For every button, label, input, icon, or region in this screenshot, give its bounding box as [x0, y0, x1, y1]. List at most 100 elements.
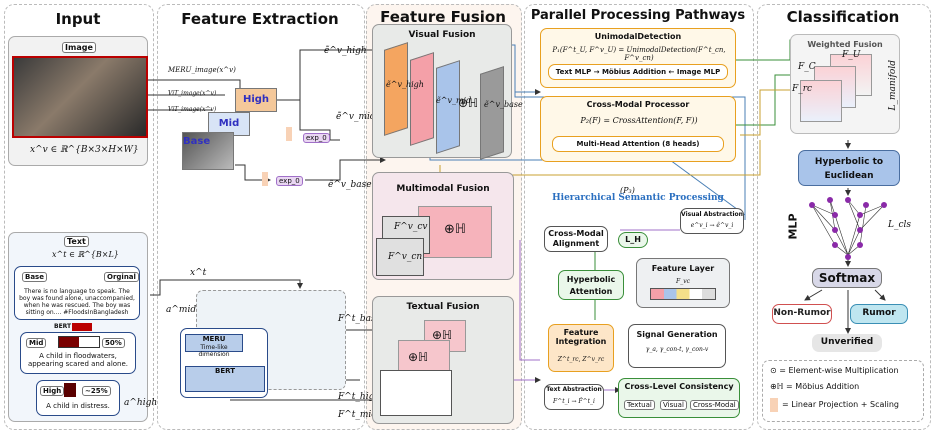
- bert-box: BERT: [185, 366, 265, 392]
- vit-mid-label: ViT_image(x^v): [168, 90, 217, 97]
- extraction-title: Feature Extraction: [181, 10, 339, 28]
- fusion-title: Feature Fusion: [380, 8, 506, 26]
- input-section: [4, 4, 154, 430]
- mobius-sign-3: ⊕ℍ: [432, 328, 453, 342]
- crossmodal-title: Cross-Modal Processor: [586, 100, 690, 109]
- mid-bar: [58, 336, 100, 348]
- projection-1: [286, 127, 292, 141]
- text-abstraction-math: F^t_i → F̂^t_i: [553, 398, 595, 405]
- visual-fusion-title: Visual Fusion: [408, 30, 476, 40]
- visual-plane-blue: [436, 60, 460, 154]
- cross-level-box: [618, 378, 740, 418]
- visual-abstraction-title: Visual Abstraction: [681, 211, 743, 218]
- consistency-crossmodal: Cross-Modal: [690, 400, 739, 410]
- text-abstraction-title: Text Abstraction: [546, 386, 602, 393]
- visual-plane-grey: [480, 66, 504, 160]
- feature-integration-math: Z^t_rc, Z^v_rc: [557, 356, 605, 363]
- multimodal-plane-grey2: [376, 238, 424, 276]
- meru-box: MERU: [185, 334, 243, 352]
- e-high-label: ẽ^v_high: [324, 46, 367, 56]
- mid-text: A child in floodwaters, appearing scared…: [27, 352, 129, 368]
- crossmodal-sub: Multi-Head Attention (8 heads): [552, 136, 724, 152]
- classification-title: Classification: [786, 8, 900, 26]
- high-pct: ~25%: [82, 386, 111, 396]
- unimodal-sub: Text MLP → Möbius Addition ← Image MLP: [548, 64, 728, 80]
- input-photo: [12, 56, 148, 138]
- unimodal-title: UnimodalDetection: [594, 32, 682, 41]
- mobius-sign-1: ⊕ℍ: [458, 96, 479, 110]
- feature-layer-bar: [650, 288, 716, 300]
- F-base-label: F^t_base: [338, 314, 381, 324]
- mobius-sign-4: ⊕ℍ: [408, 350, 429, 364]
- non-rumor-box: Non-Rumor: [772, 304, 832, 324]
- lh-loss-badge: L_H: [618, 232, 648, 248]
- legend-swatch-projection: [770, 398, 778, 412]
- cross-level-title: Cross-Level Consistency: [624, 382, 734, 391]
- frc-label: F_rc: [792, 84, 813, 94]
- original-tag: Orginal: [104, 272, 139, 282]
- fc-label: F_C: [798, 62, 816, 72]
- extraction-section: [157, 4, 365, 430]
- visual-label-0: ẽ^v_high: [386, 80, 424, 89]
- F-mid-label: F^t_mid: [338, 410, 378, 420]
- visual-plane-orange: [384, 42, 408, 136]
- high-feature-block: High: [235, 88, 277, 112]
- text-plane-3: [380, 370, 452, 416]
- image-math: x^v ∈ ℝ^{B×3×H×W}: [30, 145, 139, 155]
- multimodal-fusion-title: Multimodal Fusion: [396, 184, 490, 194]
- e-base-label: ẽ^v_base: [328, 180, 372, 190]
- feature-integration-title: Feature Integration: [555, 328, 607, 346]
- softmax-box: Softmax: [812, 268, 882, 288]
- original-text: There is no language to speak. The boy w…: [19, 288, 135, 316]
- exp0-2: exp_0: [276, 176, 303, 186]
- F-cv: F^v_cv: [394, 222, 428, 232]
- base-tag: Base: [22, 272, 47, 282]
- crossmodal-eq: P₂(F) = CrossAttention(F, F)): [580, 116, 698, 125]
- visual-label-1: ẽ^v_mid: [436, 96, 472, 105]
- signal-generation-box: [628, 324, 726, 368]
- high-tag: High: [40, 386, 65, 396]
- F-cn: F^v_cn: [388, 252, 423, 262]
- input-title: Input: [55, 10, 101, 28]
- projection-2: [262, 172, 268, 186]
- bert-tag: BERT: [54, 323, 72, 330]
- mlp-label: MLP: [786, 213, 800, 240]
- fvc-label: F_vc: [676, 278, 690, 285]
- text-math: x^t ∈ ℝ^{B×L}: [52, 250, 119, 259]
- hyperbolic-attention: Hyperbolic Attention: [558, 270, 624, 300]
- mobius-sign-2: ⊕ℍ: [444, 222, 466, 237]
- rumor-box: Rumor: [850, 304, 908, 324]
- mid-tag: Mid: [26, 338, 47, 348]
- visual-plane-pink: [410, 52, 434, 146]
- legend-item-mobius: ⊕ℍ = Möbius Addition: [770, 382, 860, 391]
- bert-bar: [72, 323, 92, 331]
- mlp-network: [811, 199, 885, 256]
- meru-label: MERU_image(x^v): [168, 66, 236, 74]
- meru-inner: Time-like dimension: [198, 344, 230, 358]
- parallel-title: Parallel Processing Pathways: [530, 8, 746, 23]
- consistency-textual: Textual: [624, 400, 655, 410]
- signal-generation-title: Signal Generation: [636, 330, 718, 339]
- a-high-label: a^high: [124, 398, 158, 408]
- hyperbolic-to-euclidean: Hyperbolic to Euclidean: [798, 150, 900, 186]
- textual-fusion-title: Textual Fusion: [406, 302, 480, 312]
- legend-box: [762, 360, 924, 422]
- signal-generation-math: γ_a, γ_con-t, γ_con-v: [645, 346, 709, 353]
- cross-modal-alignment: Cross-Modal Alignment: [544, 226, 608, 252]
- feature-layer-title: Feature Layer: [651, 264, 715, 273]
- vit-base-label: ViT_image(x^v): [168, 106, 217, 113]
- feature-integration-box: [548, 324, 614, 372]
- exp0-1: exp_0: [303, 133, 330, 143]
- xt-label: x^t: [190, 268, 207, 278]
- legend-item-mult: ⊙ = Element-wise Multiplication: [770, 366, 899, 375]
- visual-abstraction-math: e^v_i → ê^v_i: [690, 222, 734, 229]
- text-label: Text: [64, 236, 89, 247]
- a-mid-label: a^mid: [166, 305, 197, 315]
- unimodal-eq: P₁(F^t_U, F^v_U) = UnimodalDetection(F^t…: [552, 46, 726, 62]
- p3-label: (P₃): [620, 186, 635, 195]
- consistency-visual: Visual: [660, 400, 687, 410]
- image-label: Image: [62, 42, 96, 53]
- l-cls-label: L_cls: [888, 220, 912, 230]
- visual-label-2: ẽ^v_base: [484, 100, 523, 109]
- multimodal-plane-pink: [418, 206, 492, 258]
